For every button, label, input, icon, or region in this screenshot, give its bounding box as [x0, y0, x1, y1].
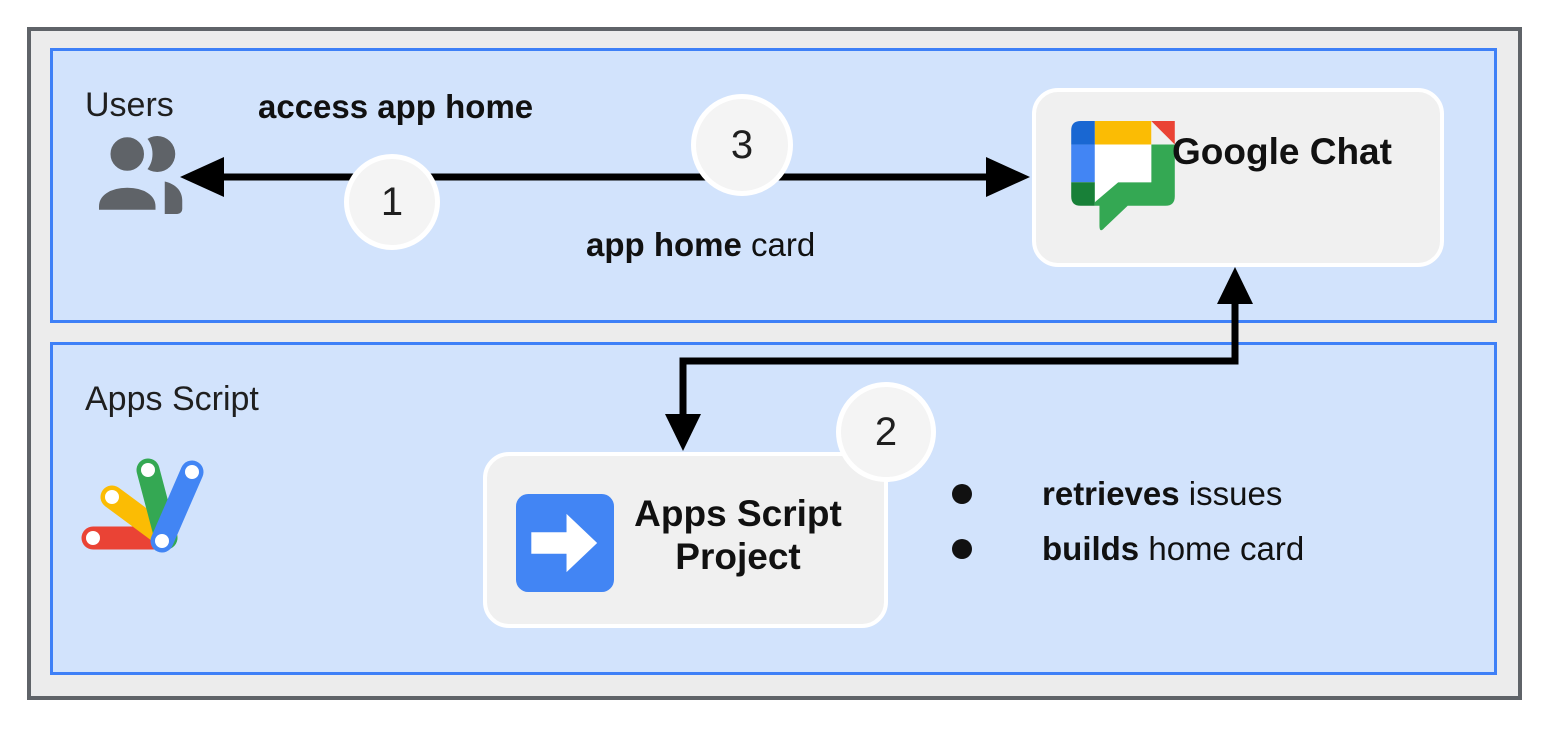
lane-apps-script-label: Apps Script	[85, 380, 259, 418]
step-1-number: 1	[380, 179, 404, 224]
step-3-number: 3	[730, 122, 754, 167]
bullet-dot	[952, 484, 972, 504]
google-chat-icon	[1071, 121, 1175, 231]
bullet-2-bold: builds	[1042, 530, 1140, 567]
lane-users-label: Users	[85, 86, 174, 124]
users-icon	[90, 130, 183, 218]
bullet-retrieves-issues: retrieves issues	[952, 475, 1282, 513]
apps-script-icon	[81, 458, 204, 553]
access-app-home-text: access app home	[258, 88, 534, 125]
bullet-2-rest: home card	[1139, 530, 1305, 567]
app-home-card-rest: card	[741, 226, 816, 263]
google-chat-label: Google Chat	[1172, 131, 1392, 172]
app-home-card-bold: app home	[586, 226, 742, 263]
node-apps-script-project: Apps Script Project	[483, 452, 888, 628]
bullet-text: builds home card	[1042, 530, 1304, 568]
bullet-1-bold: retrieves	[1042, 475, 1180, 512]
step-circle-1: 1	[344, 154, 440, 250]
step-circle-3: 3	[691, 94, 793, 196]
bullet-builds-home-card: builds home card	[952, 530, 1304, 568]
bullet-text: retrieves issues	[1042, 475, 1282, 513]
apps-script-project-label: Apps Script Project	[634, 493, 842, 578]
step-2-number: 2	[874, 409, 898, 454]
bullet-dot	[952, 539, 972, 559]
edge-label-app-home-card: app home card	[586, 226, 815, 264]
node-google-chat: Google Chat	[1032, 88, 1444, 267]
step-circle-2: 2	[836, 382, 936, 482]
edge-label-access-app-home: access app home	[258, 88, 533, 126]
bullet-1-rest: issues	[1179, 475, 1283, 512]
apps-script-project-icon	[516, 494, 614, 592]
